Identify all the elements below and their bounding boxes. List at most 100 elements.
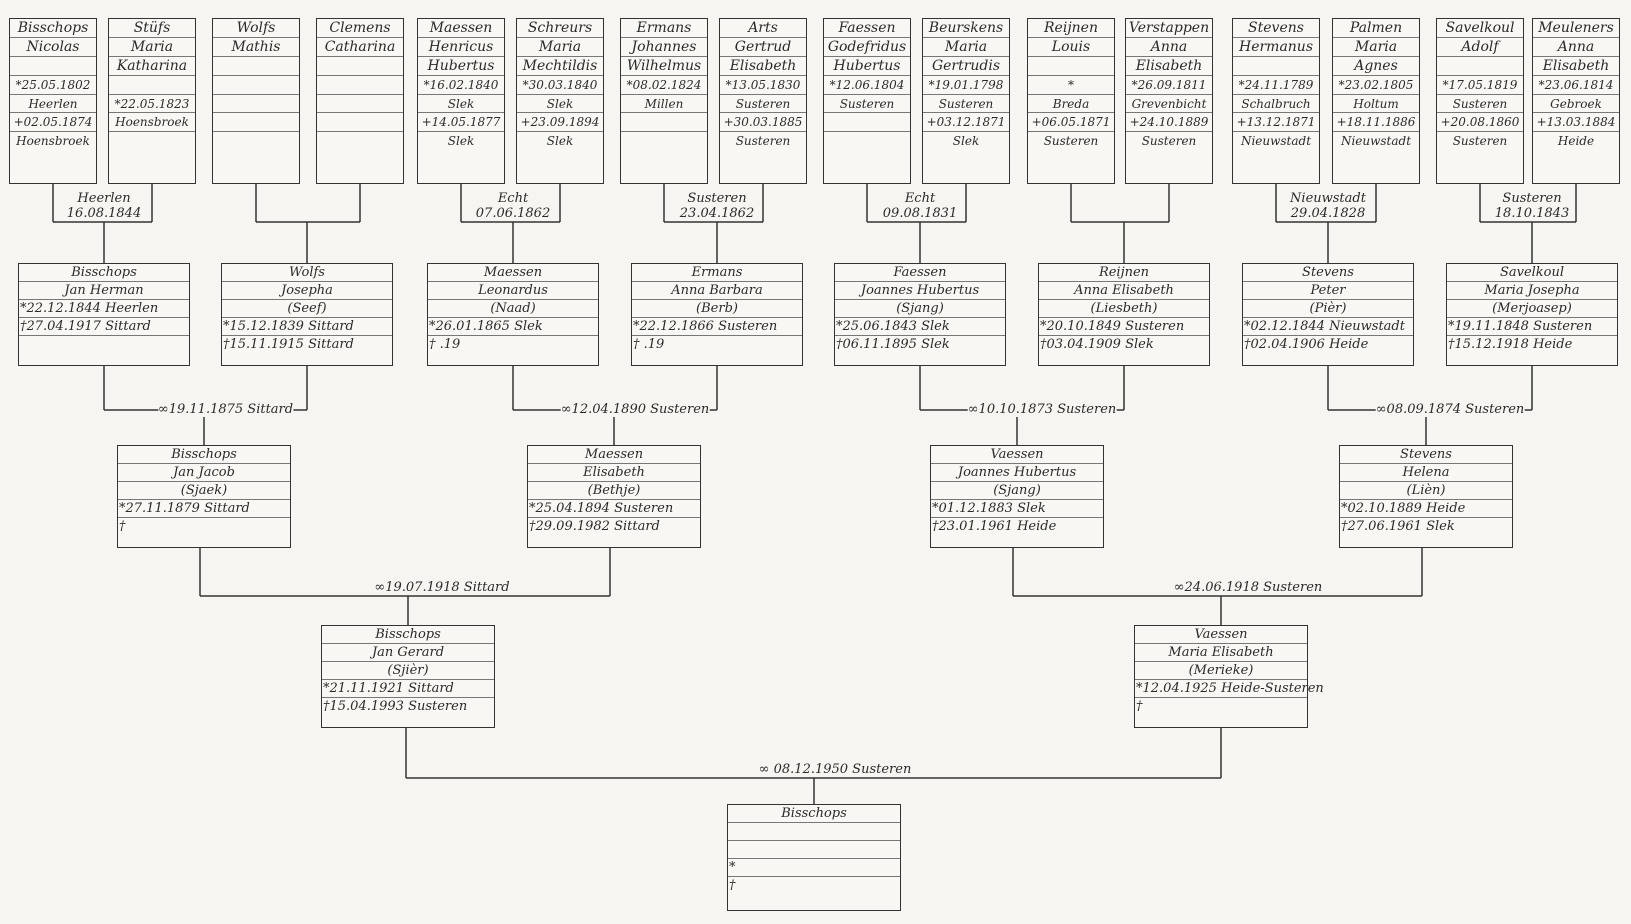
- person-line: Susteren: [923, 95, 1009, 114]
- person-line: †03.04.1909 Slek: [1040, 337, 1154, 352]
- person-line: Elisabeth: [720, 57, 806, 76]
- person-line: *08.02.1824: [621, 76, 707, 95]
- person-line: *13.05.1830: [720, 76, 806, 95]
- person-line: Schreurs: [517, 19, 603, 38]
- person-line: Anna: [1126, 38, 1212, 57]
- person-line: Bisschops: [10, 19, 96, 38]
- person-line: Susteren: [1452, 134, 1508, 149]
- person-line: Slek: [517, 95, 603, 114]
- person-line: †15.12.1918 Heide: [1448, 337, 1573, 352]
- person-line: *25.05.1802: [10, 76, 96, 95]
- person-line: Mechtildis: [517, 57, 603, 76]
- person-line: Savelkoul: [1437, 19, 1523, 38]
- person-line: Slek: [952, 134, 980, 149]
- person-line: *30.03.1840: [517, 76, 603, 95]
- person-line: Faessen: [824, 19, 910, 38]
- person-line: †15.11.1915 Sittard: [223, 337, 354, 352]
- person-line: [1028, 57, 1114, 76]
- person-line: Peter: [1243, 282, 1413, 300]
- person-line: +20.08.1860: [1437, 113, 1523, 133]
- person-line: Maria Elisabeth: [1135, 644, 1307, 662]
- person-line: [317, 57, 403, 76]
- person-line: Maria Josepha: [1447, 282, 1617, 300]
- person-line: Bisschops: [728, 805, 900, 823]
- marriage-date: 16.08.1844: [66, 206, 142, 221]
- person-line: Verstappen: [1126, 19, 1212, 38]
- person-line: †29.09.1982 Sittard: [529, 519, 660, 534]
- person-line: *01.12.1883 Slek: [931, 500, 1103, 518]
- person-line: Schalbruch: [1233, 95, 1319, 114]
- person-line: Catharina: [317, 38, 403, 57]
- person-line: *12.06.1804: [824, 76, 910, 95]
- person-line: *27.11.1879 Sittard: [118, 500, 290, 518]
- person-line: Wolfs: [213, 19, 299, 38]
- person-line: (Bethje): [528, 482, 700, 500]
- person-line: [213, 95, 299, 114]
- person-line: Hubertus: [824, 57, 910, 76]
- person-line: [1437, 57, 1523, 76]
- person-line: Beurskens: [923, 19, 1009, 38]
- person-line: Breda: [1028, 95, 1114, 114]
- marriage-label: ∞19.11.1875 Sittard: [157, 402, 294, 417]
- person-line: +06.05.1871: [1028, 113, 1114, 133]
- person-line: Susteren: [720, 95, 806, 114]
- person-line: Maria: [923, 38, 1009, 57]
- person-line: +18.11.1886: [1333, 113, 1419, 133]
- person-line: Bisschops: [322, 626, 494, 644]
- person-line: [213, 57, 299, 76]
- person-line: *23.06.1814: [1533, 76, 1619, 95]
- person-line: *22.05.1823: [109, 95, 195, 114]
- person-line: Maria: [517, 38, 603, 57]
- person-line: *12.04.1925 Heide-Susteren: [1135, 681, 1324, 698]
- person-line: +23.09.1894: [517, 113, 603, 133]
- person-line: Louis: [1028, 38, 1114, 57]
- person-line: Palmen: [1333, 19, 1419, 38]
- person-line: (Sjièr): [322, 662, 494, 680]
- person-line: Gebroek: [1533, 95, 1619, 114]
- person-line: [317, 76, 403, 95]
- person-line: †06.11.1895 Slek: [836, 337, 950, 352]
- person-line: †02.04.1906 Heide: [1244, 337, 1369, 352]
- person-line: Joannes Hubertus: [835, 282, 1005, 300]
- marriage-label: ∞08.09.1874 Susteren: [1375, 402, 1525, 417]
- person-line: +14.05.1877: [418, 113, 504, 133]
- person-line: *26.09.1811: [1126, 76, 1212, 95]
- person-line: Hubertus: [418, 57, 504, 76]
- person-line: Godefridus: [824, 38, 910, 57]
- person-line: Millen: [621, 95, 707, 114]
- person-line: *: [1028, 76, 1114, 95]
- person-line: † .19: [429, 337, 461, 352]
- root-person-box: Bisschops*†: [727, 804, 901, 911]
- person-line: †: [729, 878, 736, 893]
- person-line: (Naad): [428, 300, 598, 318]
- person-line: Henricus: [418, 38, 504, 57]
- person-line: [317, 132, 403, 151]
- person-line: [824, 113, 910, 133]
- marriage-label: ∞10.10.1873 Susteren: [967, 402, 1117, 417]
- person-line: Nieuwstadt: [1340, 134, 1412, 149]
- person-line: *02.10.1889 Heide: [1340, 500, 1512, 518]
- marriage-place: Susteren: [1502, 191, 1562, 206]
- person-line: *23.02.1805: [1333, 76, 1419, 95]
- person-line: +13.12.1871: [1233, 113, 1319, 133]
- marriage-date: 07.06.1862: [475, 206, 551, 221]
- person-line: [109, 132, 195, 151]
- person-line: Slek: [418, 95, 504, 114]
- person-line: Jan Gerard: [322, 644, 494, 662]
- person-line: (Sjang): [835, 300, 1005, 318]
- person-line: Maessen: [428, 264, 598, 282]
